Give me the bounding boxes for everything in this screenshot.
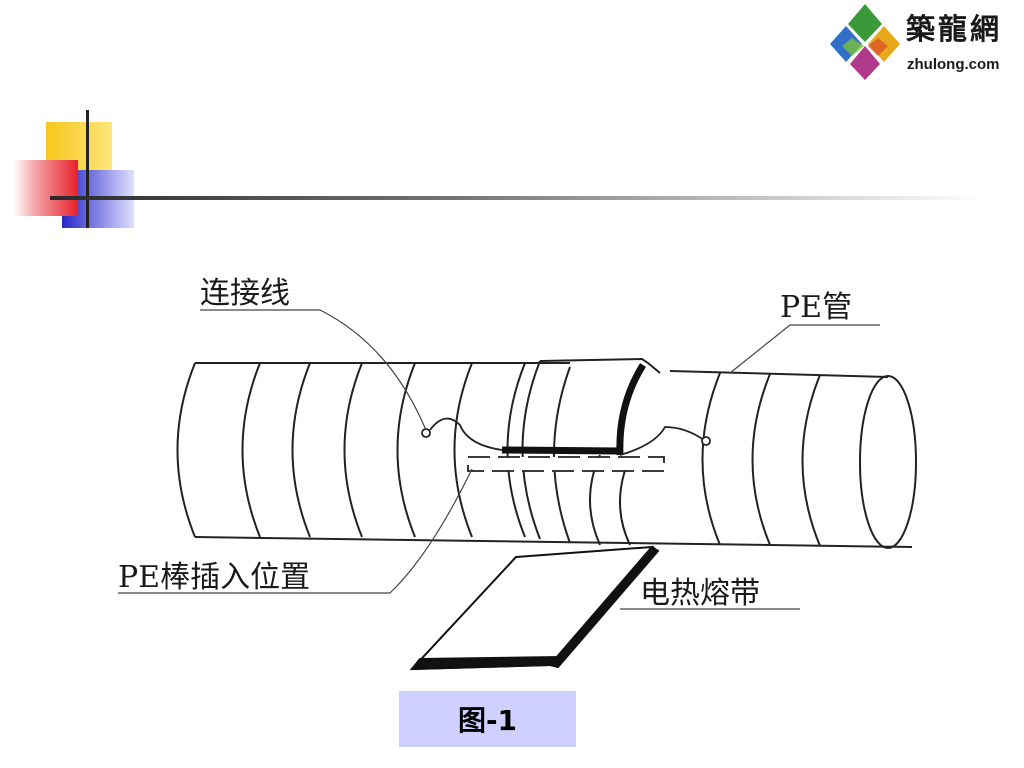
belt-strip [409,545,660,671]
pipe-top-edge-right [669,370,889,378]
pe-rod-box [467,456,665,472]
pipe-bottom-edge [194,536,913,548]
pipe-joint-diagram: 连接线 PE管 PE棒插入位置 电热熔带 [118,276,917,671]
zhulong-logo-icon [830,4,900,80]
logo-domain: zhulong.com [907,56,1000,73]
lead-wire-right [619,426,705,456]
figure-caption: 图-1 [399,691,576,747]
label-pe-pipe: PE管 [780,290,852,325]
logo-chinese-name: 築龍網 [906,12,1003,46]
label-lead-wire: 连接线 [200,276,290,311]
label-electrofusion-belt: 电热熔带 [640,576,760,611]
leader-lead-wire [200,309,427,431]
deco-red-square [14,160,78,216]
pipe-right-end [859,375,917,549]
leader-pe-pipe [729,324,880,374]
belt-edge-horizontal [501,446,621,455]
label-pe-rod-position: PE棒插入位置 [118,560,310,595]
deco-horizontal-line [50,196,980,200]
lead-wire-left [429,417,503,451]
deco-vertical-line [86,110,89,228]
pipe-left-end [176,362,196,538]
leader-pe-rod [118,468,473,594]
title-decoration [14,110,980,228]
belt-edge-top [616,363,646,456]
zhulong-logo: 築龍網 zhulong.com [830,2,1020,84]
